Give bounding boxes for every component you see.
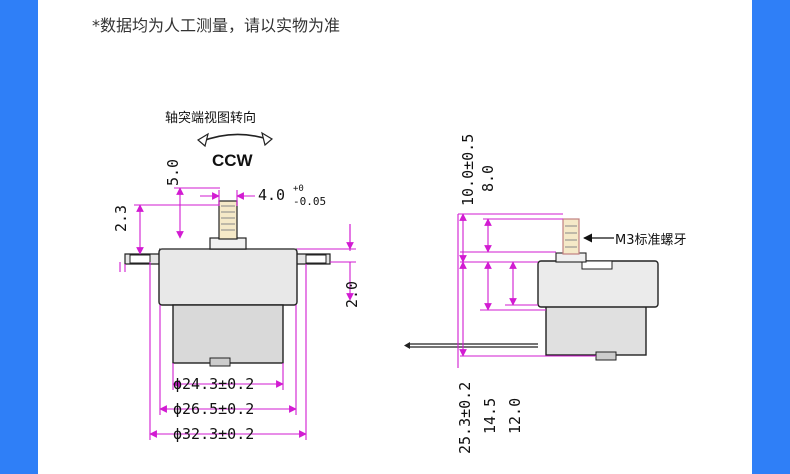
right-blue-band [752,0,790,474]
dim-shaft-dia: 4.0 [258,186,285,204]
dim-bottom-body: 12.0 [506,398,524,434]
gearbox-housing [158,248,298,306]
right-view: M3标准螺牙 10.0±0.5 8.0 25.3±0.2 14.5 12.0 [404,134,687,454]
mount-hole-right [305,254,327,264]
dim-diameter-26: ϕ26.5±0.2 [173,400,254,418]
dim-bottom-mid: 14.5 [481,398,499,434]
left-blue-band [0,0,38,474]
rotation-arrow-right-icon [261,131,274,147]
rotation-title: 轴突端视图转向 [165,110,256,126]
dim-diameter-32: ϕ32.3±0.2 [173,425,254,443]
dim-body-offset: 2.0 [343,281,361,308]
side-motor-body [545,304,647,356]
left-dimension-lines [119,187,356,440]
dim-bottom-total: 25.3±0.2 [456,382,474,454]
right-dimension-lines [457,213,596,368]
output-shaft [218,200,238,240]
dim-flange-height: 2.3 [112,205,130,232]
motor-body [172,304,284,364]
rotation-arrow-left-icon [196,132,209,148]
mount-hole-left [129,254,151,264]
thread-label: M3标准螺牙 [615,233,687,248]
left-view: 轴突端视图转向 CCW [112,110,361,443]
dim-shaft-height: 5.0 [164,159,182,186]
shaft-boss [209,237,247,250]
dim-top-shaft: 8.0 [479,165,497,192]
measurement-note: *数据均为人工测量，请以实物为准 [92,16,341,35]
side-shaft [562,218,580,255]
lead-wire [408,343,538,348]
rotation-arc [199,133,271,143]
rotation-direction: CCW [212,151,254,170]
dim-top-total: 10.0±0.5 [459,134,477,206]
dim-diameter-24: ϕ24.3±0.2 [173,375,254,393]
dim-shaft-tol-lower: -0.05 [293,195,326,208]
dim-shaft-tol-upper: +0 [293,184,304,194]
